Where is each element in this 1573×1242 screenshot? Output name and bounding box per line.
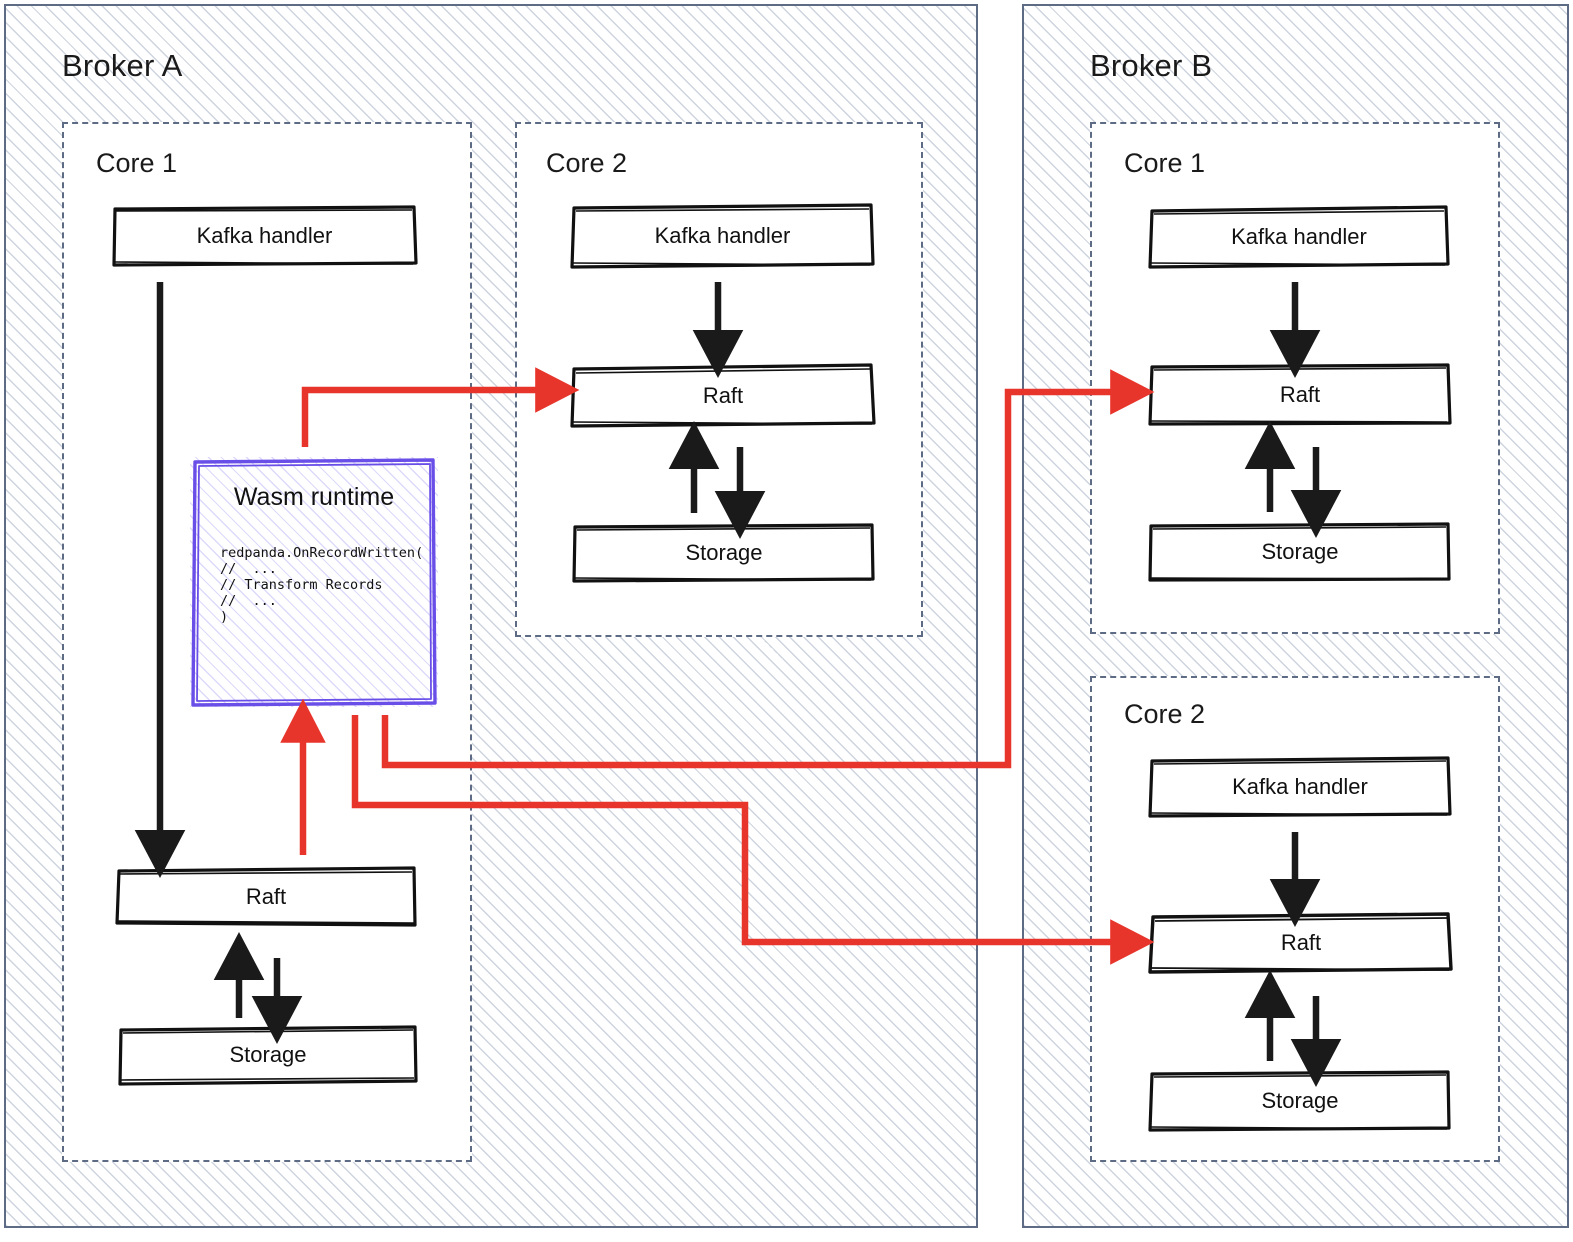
broker-a-core-1-wasm-runtime[interactable]: Wasm runtime redpanda.OnRecordWritten( /… — [190, 457, 438, 707]
sketch-border — [112, 205, 418, 267]
broker-b-core-1-title: Core 1 — [1124, 148, 1206, 178]
sketch-border — [1148, 205, 1450, 269]
broker-a-title: Broker A — [62, 48, 183, 83]
broker-a-core-2-kafka-handler[interactable]: Kafka handler — [570, 203, 875, 269]
broker-b-core-2-raft[interactable]: Raft — [1148, 911, 1454, 975]
arrow-wasm-to-a2-raft — [301, 367, 580, 447]
sketch-border — [570, 203, 875, 269]
sketch-border — [1148, 522, 1451, 582]
wasm-runtime-title: Wasm runtime — [233, 483, 395, 511]
broker-a-core-1-raft[interactable]: Raft — [115, 866, 417, 928]
broker-b-core-2-storage[interactable]: Storage — [1148, 1069, 1452, 1133]
arrow-wasm-to-b1-raft — [381, 369, 1155, 769]
sketch-border — [572, 523, 875, 583]
sketch-border — [115, 866, 417, 927]
sketch-border — [1148, 756, 1452, 818]
arrow-wasm-to-b2-raft — [351, 715, 1155, 965]
sketch-border — [1148, 1070, 1451, 1132]
sketch-border — [1148, 363, 1452, 426]
red-connectors — [280, 367, 1155, 965]
broker-b-core-2-title: Core 2 — [1124, 699, 1206, 729]
broker-b-title: Broker B — [1090, 48, 1213, 83]
black-connectors — [134, 282, 1342, 1087]
broker-a-core-1-title: Core 1 — [96, 148, 178, 178]
sketch-border — [118, 1025, 418, 1086]
broker-b-core-2-kafka-handler[interactable]: Kafka handler — [1148, 756, 1452, 818]
sketch-border — [191, 458, 437, 707]
broker-a-core-2-title: Core 2 — [546, 148, 628, 178]
wasm-runtime-code: redpanda.OnRecordWritten( // ... // Tran… — [220, 545, 424, 625]
